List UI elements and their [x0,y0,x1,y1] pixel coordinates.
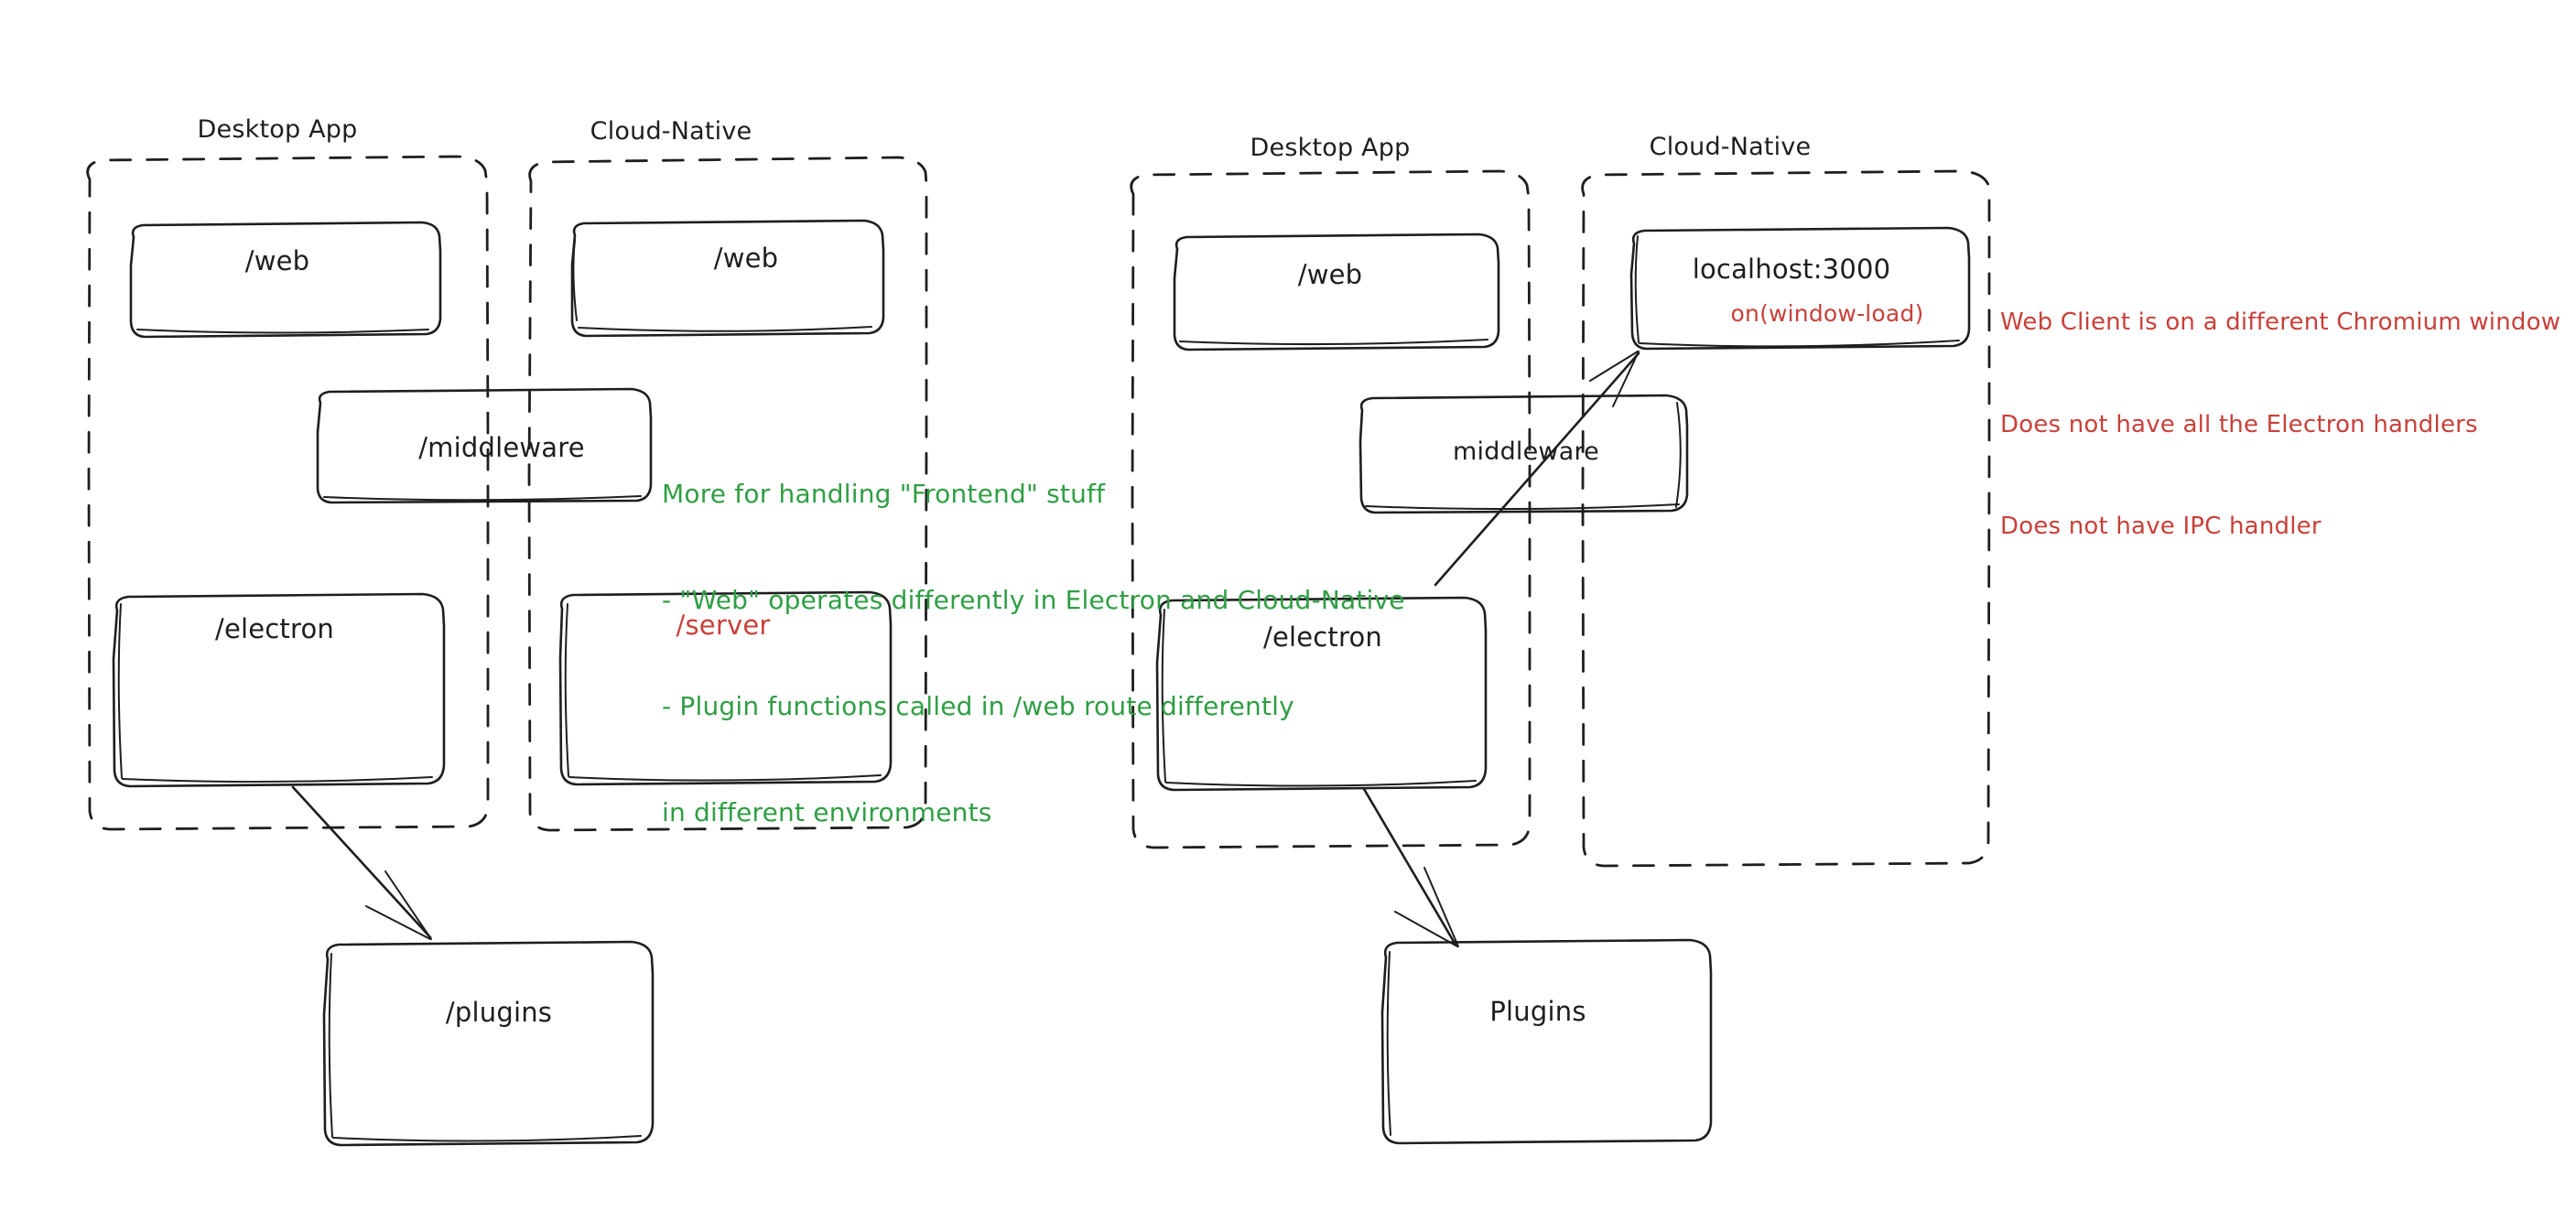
shape-left-cloud-web [570,219,885,338]
note-web-client-line-3: Does not have IPC handler [2000,513,2322,541]
note-web-client: Web Client is on a different Chromium wi… [2000,238,2560,612]
box-label-right-plugins: Plugins [1489,996,1586,1027]
box-label-right-electron: /electron [1262,621,1383,653]
shape-left-middleware [316,387,653,504]
shape-right-middleware [1358,394,1689,514]
box-label-left-plugins: /plugins [445,997,553,1028]
shape-right-desktop-web [1173,232,1500,351]
shape-left-plugins [322,940,655,1147]
arrow-right-electron-to-localhost [1434,351,1640,587]
box-label-right-localhost: localhost:3000 [1692,254,1891,285]
shape-left-electron [112,592,446,788]
box-label-right-desktop-web: /web [1297,259,1363,290]
note-frontend-line-4: in different environments [662,796,992,827]
shape-left-desktop-web [129,221,442,339]
note-web-client-line-2: Does not have all the Electron handlers [2000,410,2478,438]
box-label-right-middleware: middleware [1453,438,1599,466]
box-label-left-desktop-web: /web [244,245,310,276]
group-right-cloud-native [1581,169,1991,868]
note-frontend: More for handling "Frontend" stuff - "We… [662,406,1405,902]
note-frontend-line-2: - "Web" operates differently in Electron… [662,585,1405,616]
shape-right-plugins [1380,938,1713,1145]
group-left-cloud-native [527,156,928,832]
box-label-left-middleware: /middleware [418,432,585,463]
note-web-client-line-1: Web Client is on a different Chromium wi… [2000,308,2561,337]
arrow-left-electron-to-plugins [291,785,432,940]
box-sublabel-right-localhost: on(window-load) [1730,300,1924,327]
box-label-left-electron: /electron [214,613,335,644]
shape-left-server [558,590,893,786]
note-frontend-line-3: - Plugin functions called in /web route … [662,691,1294,721]
box-label-left-cloud-web: /web [713,243,779,274]
shape-right-electron [1155,596,1488,792]
note-frontend-line-1: More for handling "Frontend" stuff [662,479,1106,510]
shape-right-localhost [1629,226,1971,351]
group-title-right-desktop-app: Desktop App [1250,134,1411,162]
box-label-left-server: /server [676,610,771,641]
group-title-left-desktop-app: Desktop App [197,115,358,144]
group-title-left-cloud-native: Cloud-Native [590,117,752,146]
group-title-right-cloud-native: Cloud-Native [1649,133,1812,161]
arrow-right-electron-to-plugins [1362,787,1459,947]
